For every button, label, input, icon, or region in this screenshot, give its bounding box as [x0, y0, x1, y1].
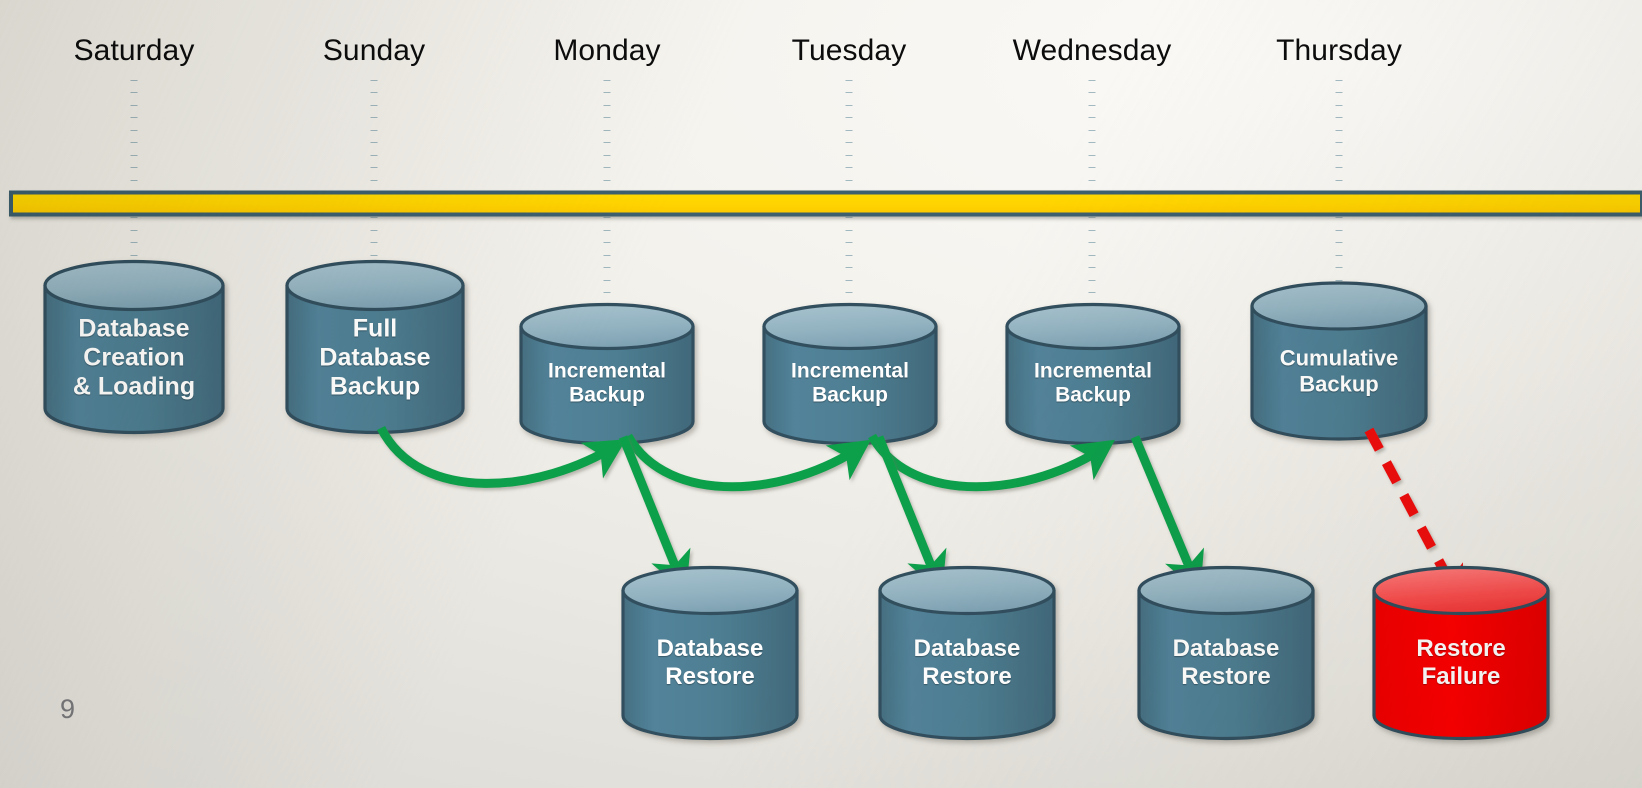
cylinder-body: [1372, 588, 1550, 741]
cylinder-body: [621, 588, 799, 741]
chain-arrow-group: [376, 425, 1115, 492]
backup-cylinder-group: [43, 259, 1428, 446]
cylinder-cumulative-backup[interactable]: [1250, 281, 1428, 441]
timeline-bar: [9, 190, 1642, 217]
cylinder-top-ellipse: [1250, 281, 1428, 331]
chain-sunday-to-monday: [376, 425, 627, 488]
cylinder-body: [878, 588, 1056, 741]
cylinder-top-ellipse: [285, 259, 465, 312]
day-label-saturday: Saturday: [73, 34, 195, 67]
cylinder-top-ellipse: [762, 302, 938, 351]
cylinder-full-database-backup[interactable]: [285, 259, 465, 435]
restore-arrow-1: [618, 435, 691, 594]
day-label-sunday: Sunday: [322, 34, 426, 67]
cylinder-top-ellipse: [43, 259, 225, 312]
cylinder-top-ellipse: [621, 565, 799, 616]
cylinder-body: [1250, 304, 1428, 441]
chain-monday-to-tuesday: [624, 433, 871, 492]
cylinder-top-ellipse: [1137, 565, 1315, 616]
restore-arrow-2: [874, 435, 947, 594]
cylinder-database-restore-2[interactable]: [878, 565, 1056, 741]
cylinder-restore-failure[interactable]: [1372, 565, 1550, 741]
page-number: 9: [60, 694, 76, 724]
cylinder-incremental-backup-wednesday[interactable]: [1005, 302, 1181, 446]
cylinder-top-ellipse: [1372, 565, 1550, 616]
cylinder-body: [1137, 588, 1315, 741]
cylinder-body: [43, 283, 225, 435]
day-label-thursday: Thursday: [1276, 34, 1402, 67]
timeline-bar-group: [9, 190, 1642, 217]
cylinder-incremental-backup-monday[interactable]: [519, 302, 695, 446]
cylinder-top-ellipse: [519, 302, 695, 351]
cylinder-database-creation-loading[interactable]: [43, 259, 225, 435]
cylinder-database-restore-1[interactable]: [621, 565, 799, 741]
cylinder-database-restore-3[interactable]: [1137, 565, 1315, 741]
day-label-wednesday: Wednesday: [1012, 34, 1172, 67]
day-label-tuesday: Tuesday: [791, 34, 907, 67]
cylinder-incremental-backup-tuesday[interactable]: [762, 302, 938, 446]
cylinder-top-ellipse: [1005, 302, 1181, 351]
cylinder-top-ellipse: [878, 565, 1056, 616]
day-label-monday: Monday: [553, 34, 661, 67]
restore-arrow-3: [1130, 435, 1205, 594]
restore-cylinder-group: [621, 565, 1550, 741]
